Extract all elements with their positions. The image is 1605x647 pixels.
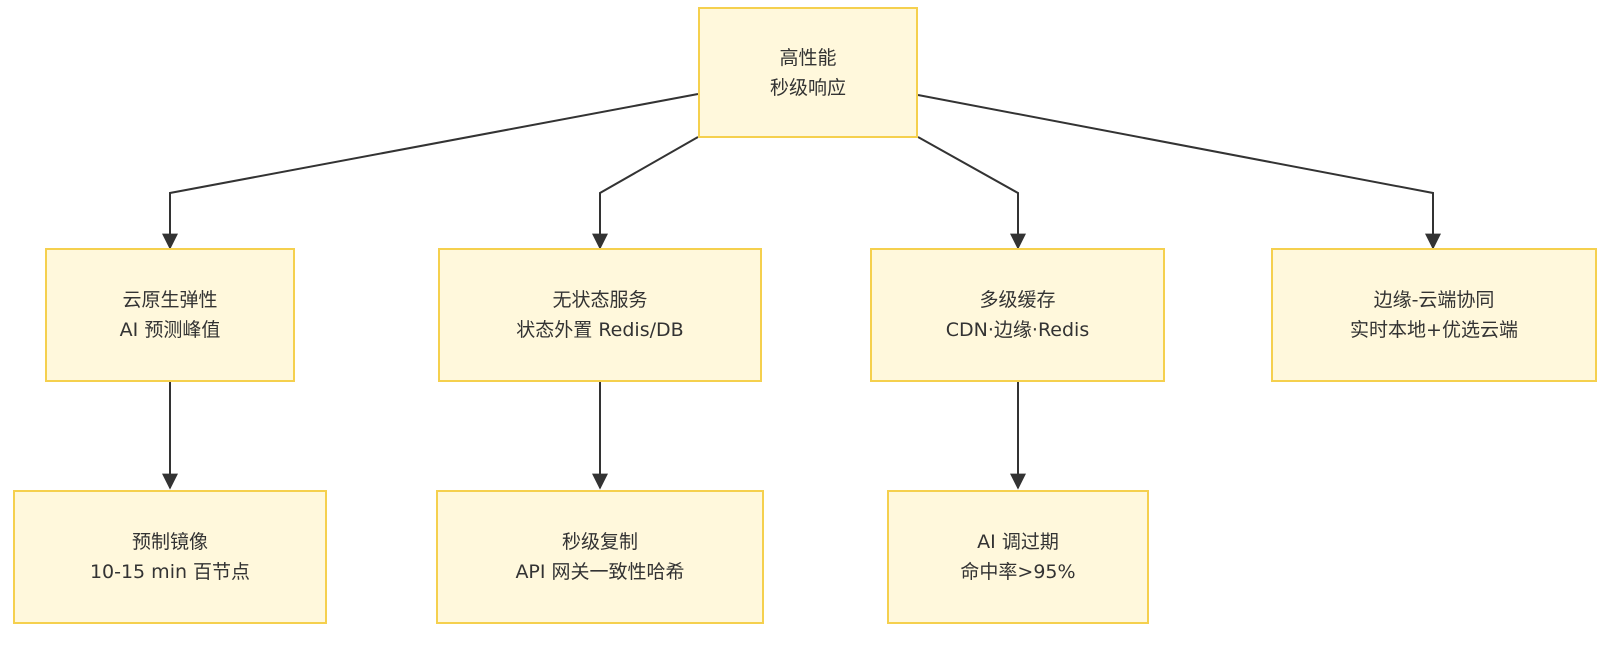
edge-root-to-cache [917,136,1026,250]
node-edge-cloud: 边缘-云端协同 实时本地+优选云端 [1271,248,1597,382]
node-cache-line1: 多级缓存 [979,289,1056,311]
node-expire-line1: AI 调过期 [977,531,1059,553]
node-image-line1: 预制镜像 [131,531,208,553]
node-stateless-line2: 状态外置 Redis/DB [516,319,684,341]
node-replicate: 秒级复制 API 网关一致性哈希 [436,490,764,624]
edge-root-to-edge-cloud [917,94,1441,250]
node-edge-cloud-line2: 实时本地+优选云端 [1350,319,1518,341]
node-elastic: 云原生弹性 AI 预测峰值 [45,248,295,382]
node-elastic-line2: AI 预测峰值 [119,319,221,341]
node-cache-line2: CDN·边缘·Redis [945,319,1090,341]
edge-root-to-elastic [162,93,699,250]
node-image: 预制镜像 10-15 min 百节点 [13,490,327,624]
node-stateless-line1: 无状态服务 [552,289,648,311]
node-root-line1: 高性能 [779,46,837,69]
node-root-line2: 秒级响应 [769,76,846,99]
node-replicate-line1: 秒级复制 [561,531,638,553]
node-cache: 多级缓存 CDN·边缘·Redis [870,248,1165,382]
node-elastic-line1: 云原生弹性 [122,289,218,311]
node-root: 高性能 秒级响应 [698,7,918,138]
node-edge-cloud-line1: 边缘-云端协同 [1373,289,1495,311]
node-replicate-line2: API 网关一致性哈希 [515,561,685,583]
node-stateless: 无状态服务 状态外置 Redis/DB [438,248,762,382]
node-expire-line2: 命中率>95% [960,561,1076,583]
node-expire: AI 调过期 命中率>95% [887,490,1149,624]
edge-root-to-stateless [592,136,699,250]
node-image-line2: 10-15 min 百节点 [89,561,251,583]
